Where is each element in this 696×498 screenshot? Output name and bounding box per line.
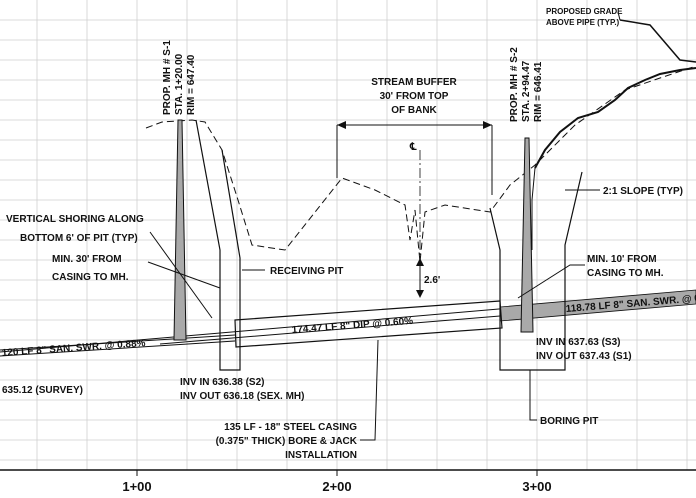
svg-text:STA. 2+94.47: STA. 2+94.47 [521,60,532,122]
stream-buffer-label-2: 30' FROM TOP [380,91,449,102]
mh-s1-label: PROP. MH # S-1 STA. 1+20.00 RIM = 647.40 [162,40,197,115]
proposed-grade-line [534,67,696,169]
existing-grade-line [145,65,696,263]
proposed-grade-upper [619,19,696,63]
proposed-grade-label-2: ABOVE PIPE (TYP.) [546,18,620,27]
pipe-left-label: 120 LF 8" SAN. SWR. @ 0.88% [1,338,146,359]
casing-label-1: 135 LF - 18" STEEL CASING [224,422,357,433]
survey-label: 635.12 (SURVEY) [2,385,83,396]
inv-s2-label-1: INV IN 637.63 (S3) [536,337,620,348]
steel-casing [234,300,503,348]
svg-text:PROP. MH # S-1: PROP. MH # S-1 [162,40,173,115]
stream-buffer-dimension [336,121,493,195]
station-3: 3+00 [522,479,551,494]
inv-s2-label-2: INV OUT 637.43 (S1) [536,351,632,362]
min30-label-1: MIN. 30' FROM [52,254,122,265]
svg-text:STA. 1+20.00: STA. 1+20.00 [174,53,185,115]
receiving-pit [195,119,241,371]
inv-s1-label-2: INV OUT 636.18 (SEX. MH) [180,391,304,402]
station-2: 2+00 [322,479,351,494]
svg-text:PROP. MH # S-2: PROP. MH # S-2 [509,47,520,122]
receiving-pit-label: RECEIVING PIT [270,266,343,277]
pipe-left [0,334,236,357]
pipe-middle-label: 174.47 LF 8" DIP @ 0.60% [291,316,413,336]
centerline-symbol: ℄ [409,142,417,153]
stream-buffer-label-3: OF BANK [391,105,437,116]
station-1: 1+00 [122,479,151,494]
proposed-grade-label-1: PROPOSED GRADE [546,7,623,16]
stream-buffer-label-1: STREAM BUFFER [371,77,457,88]
svg-text:RIM = 646.41: RIM = 646.41 [533,61,544,122]
min30-label-2: CASING TO MH. [52,272,129,283]
shoring-label-2: BOTTOM 6' OF PIT (TYP) [20,233,138,244]
inv-s1-label-1: INV IN 636.38 (S2) [180,377,264,388]
manhole-s2 [520,137,534,333]
leader-lines [147,11,621,441]
depth-dimension [416,258,424,298]
min10-label-1: MIN. 10' FROM [587,254,657,265]
casing-label-3: INSTALLATION [285,450,357,461]
mh-s2-label: PROP. MH # S-2 STA. 2+94.47 RIM = 646.41 [509,47,544,122]
boring-pit [489,171,583,371]
boring-pit-wall [531,167,536,250]
slope-label: 2:1 SLOPE (TYP) [603,186,683,197]
manhole-s1 [173,119,187,341]
pipe-right-label: 118.78 LF 8" SAN. SWR. @ 0.51% [565,291,696,315]
boring-pit-label: BORING PIT [540,416,598,427]
shoring-label-1: VERTICAL SHORING ALONG [6,214,144,225]
casing-label-2: (0.375" THICK) BORE & JACK [216,436,358,447]
min10-label-2: CASING TO MH. [587,268,664,279]
depth-label: 2.6' [424,275,440,286]
svg-text:RIM = 647.40: RIM = 647.40 [186,54,197,115]
